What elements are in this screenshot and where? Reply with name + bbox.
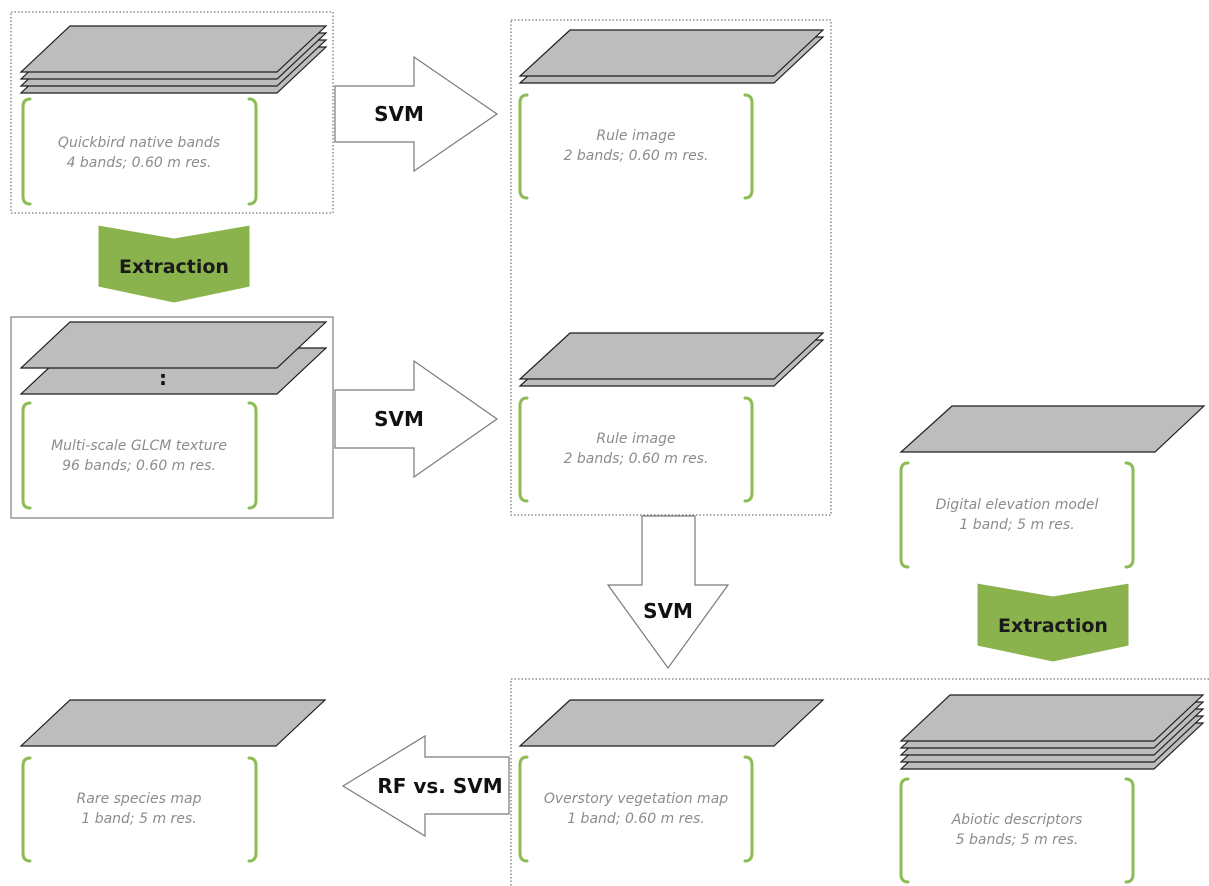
extraction-chevron-1 <box>97 224 251 304</box>
extraction-chevron-2 <box>976 582 1130 663</box>
abiotic-brackets <box>899 777 1135 884</box>
glcm-title: Multi-scale GLCM texture <box>51 438 227 454</box>
extraction-label-2: Extraction <box>998 615 1108 637</box>
abiotic-layer-stack <box>899 694 1205 770</box>
overstory-layer <box>518 699 825 747</box>
svm-arrow-2 <box>334 359 499 479</box>
svm-label-1: SVM <box>374 102 424 126</box>
svm-arrow-1 <box>334 55 499 173</box>
dem-layer <box>899 405 1206 453</box>
glcm-ellipsis: : <box>159 366 167 390</box>
bottom-frame <box>510 678 1209 886</box>
svm-label-3: SVM <box>643 599 693 623</box>
glcm-brackets <box>21 401 258 510</box>
overstory-title: Overstory vegetation map <box>544 791 728 807</box>
rule-image-1-brackets <box>518 93 754 200</box>
rule-image-1-title: Rule image <box>596 128 675 144</box>
rule-image-2-detail: 2 bands; 0.60 m res. <box>564 451 709 467</box>
rf-vs-svm-arrow <box>341 734 510 838</box>
glcm-frame <box>10 316 334 519</box>
rare-species-brackets <box>21 756 258 863</box>
rare-species-title: Rare species map <box>77 791 202 807</box>
quickbird-layer-stack <box>19 25 328 94</box>
quickbird-frame <box>10 11 334 214</box>
quickbird-detail: 4 bands; 0.60 m res. <box>67 155 212 171</box>
abiotic-detail: 5 bands; 5 m res. <box>956 832 1079 848</box>
dem-brackets <box>899 461 1135 569</box>
quickbird-brackets <box>21 97 258 206</box>
dem-title: Digital elevation model <box>936 497 1099 513</box>
rule-image-2-brackets <box>518 396 754 503</box>
rule-images-frame <box>510 19 832 516</box>
svm-arrow-3 <box>606 515 730 670</box>
rf-vs-svm-label: RF vs. SVM <box>377 774 502 798</box>
quickbird-title: Quickbird native bands <box>58 135 220 151</box>
rule-image-1-detail: 2 bands; 0.60 m res. <box>564 148 709 164</box>
overstory-detail: 1 band; 0.60 m res. <box>567 811 705 827</box>
rule-image-2-layer-stack <box>518 332 825 387</box>
abiotic-title: Abiotic descriptors <box>951 812 1083 828</box>
svm-label-2: SVM <box>374 407 424 431</box>
extraction-label-1: Extraction <box>119 256 229 278</box>
glcm-detail: 96 bands; 0.60 m res. <box>62 458 216 474</box>
overstory-brackets <box>518 755 754 863</box>
rare-species-detail: 1 band; 5 m res. <box>81 811 196 827</box>
rare-species-layer <box>19 699 327 747</box>
rule-image-1-layer-stack <box>518 29 825 84</box>
dem-detail: 1 band; 5 m res. <box>959 517 1074 533</box>
rule-image-2-title: Rule image <box>596 431 675 447</box>
glcm-layer-stack <box>19 321 328 395</box>
